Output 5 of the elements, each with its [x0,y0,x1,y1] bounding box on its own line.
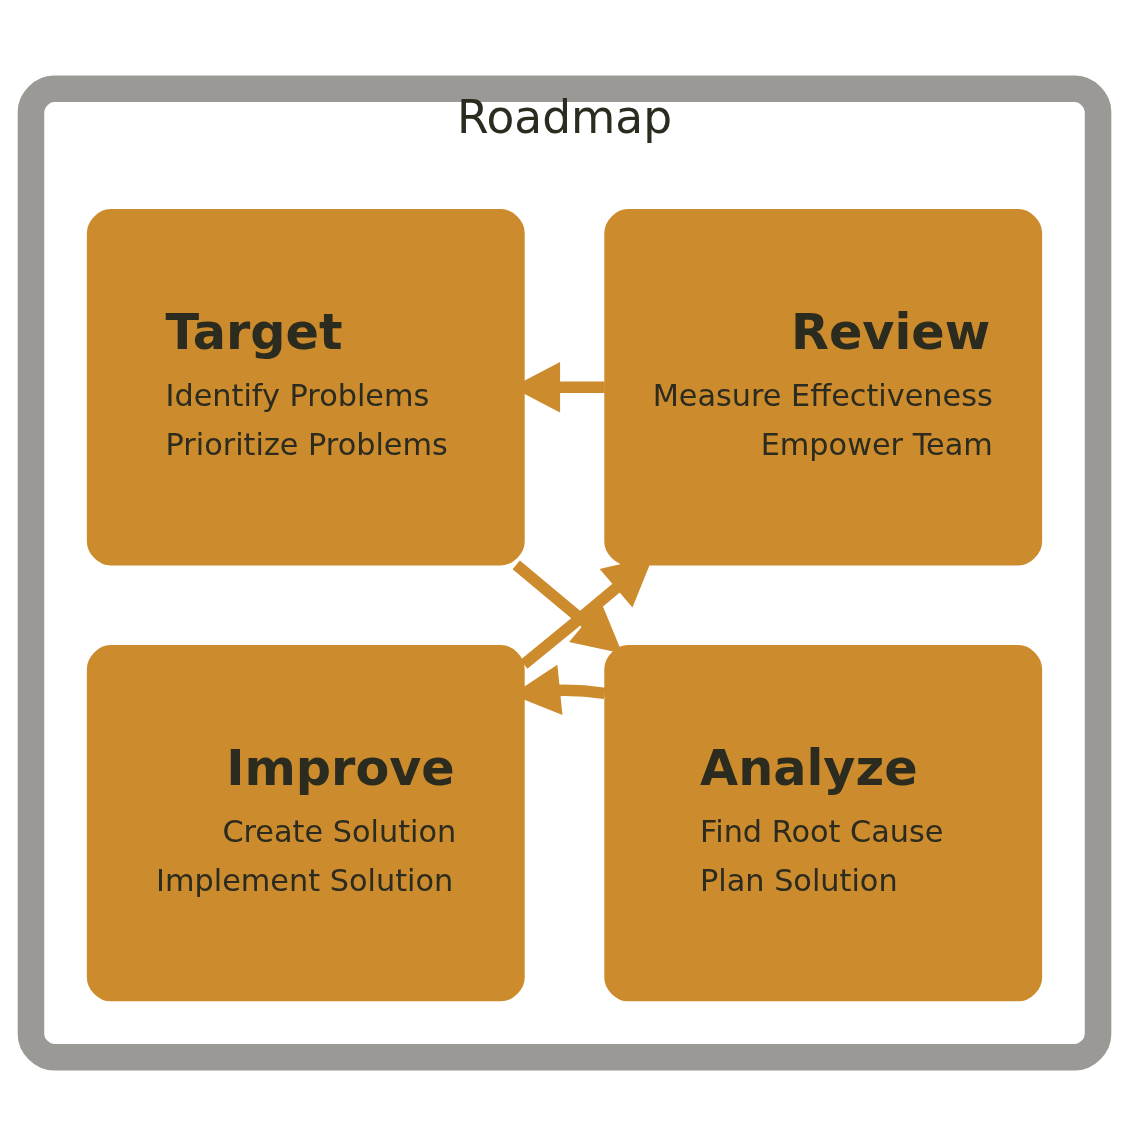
node-box: Analyze Find Root Cause Plan Solution [604,645,1043,1002]
node-box: Target Identify Problems Prioritize Problems [86,209,525,566]
node-box: Improve Create Solution Implement Solution [86,645,525,1002]
node-box: Review Measure Effectiveness Empower Team [604,209,1043,566]
arrow [512,560,623,654]
